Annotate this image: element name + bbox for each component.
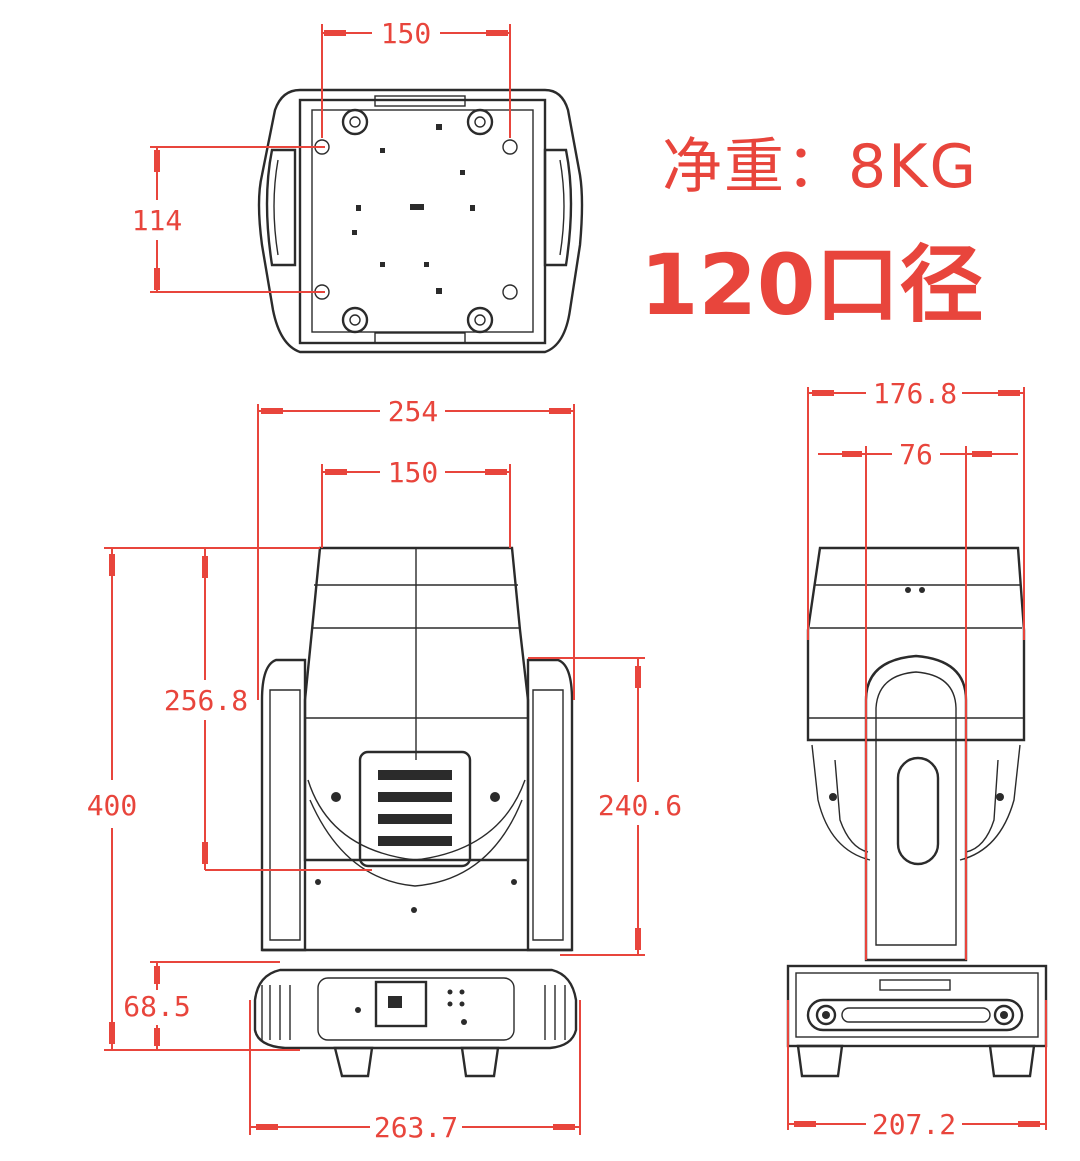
dim-side-width: 176.8 <box>873 377 957 410</box>
dimension-lines <box>104 24 1047 1135</box>
dim-top-width: 150 <box>381 17 432 50</box>
dim-front-width: 254 <box>388 395 439 428</box>
dim-front-head-height: 256.8 <box>164 684 248 717</box>
top-view <box>257 88 584 354</box>
dim-top-height: 114 <box>132 204 183 237</box>
dim-base-width: 263.7 <box>374 1111 458 1144</box>
side-view <box>786 546 1048 1078</box>
aperture-note: 120口径 <box>640 236 984 334</box>
dim-front-inner-width: 150 <box>388 456 439 489</box>
weight-note: 净重：8KG <box>662 132 979 202</box>
dim-side-arm-width: 76 <box>899 438 933 471</box>
dim-base-height: 68.5 <box>123 990 190 1023</box>
dim-front-total-height: 400 <box>87 789 138 822</box>
dim-front-arm-height: 240.6 <box>598 789 682 822</box>
front-view <box>253 546 578 1078</box>
dimension-labels: 150 114 254 150 256.8 400 240.6 68.5 263… <box>87 17 957 1144</box>
dim-side-base-width: 207.2 <box>872 1108 956 1141</box>
